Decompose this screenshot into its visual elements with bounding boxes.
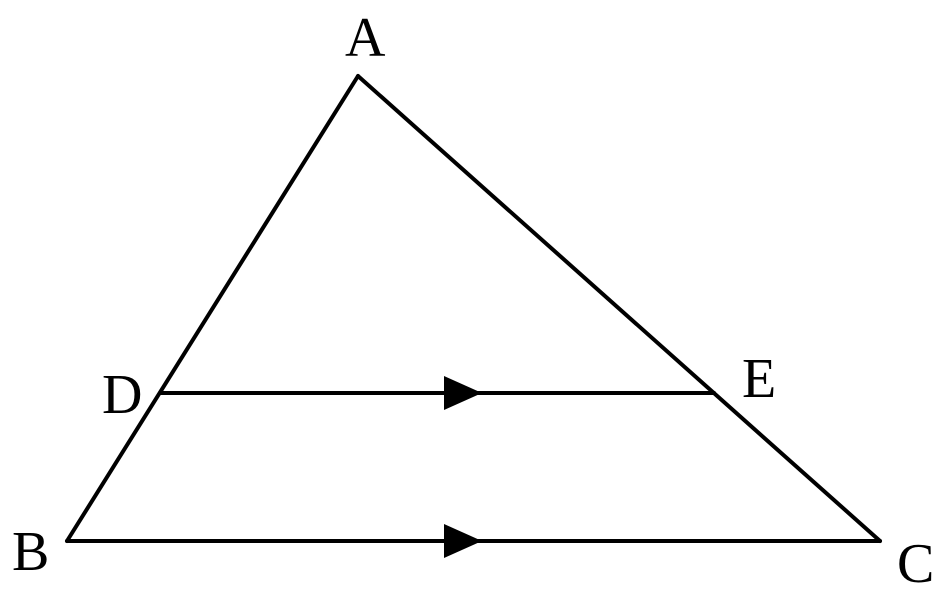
parallel-arrow-bc xyxy=(444,524,482,558)
label-d: D xyxy=(102,364,142,426)
side-ab xyxy=(65,74,360,543)
label-e: E xyxy=(742,348,776,410)
label-c: C xyxy=(897,533,934,594)
parallel-arrow-de xyxy=(444,376,482,410)
label-a: A xyxy=(345,7,386,69)
side-ac xyxy=(356,74,882,543)
label-b: B xyxy=(12,521,49,583)
